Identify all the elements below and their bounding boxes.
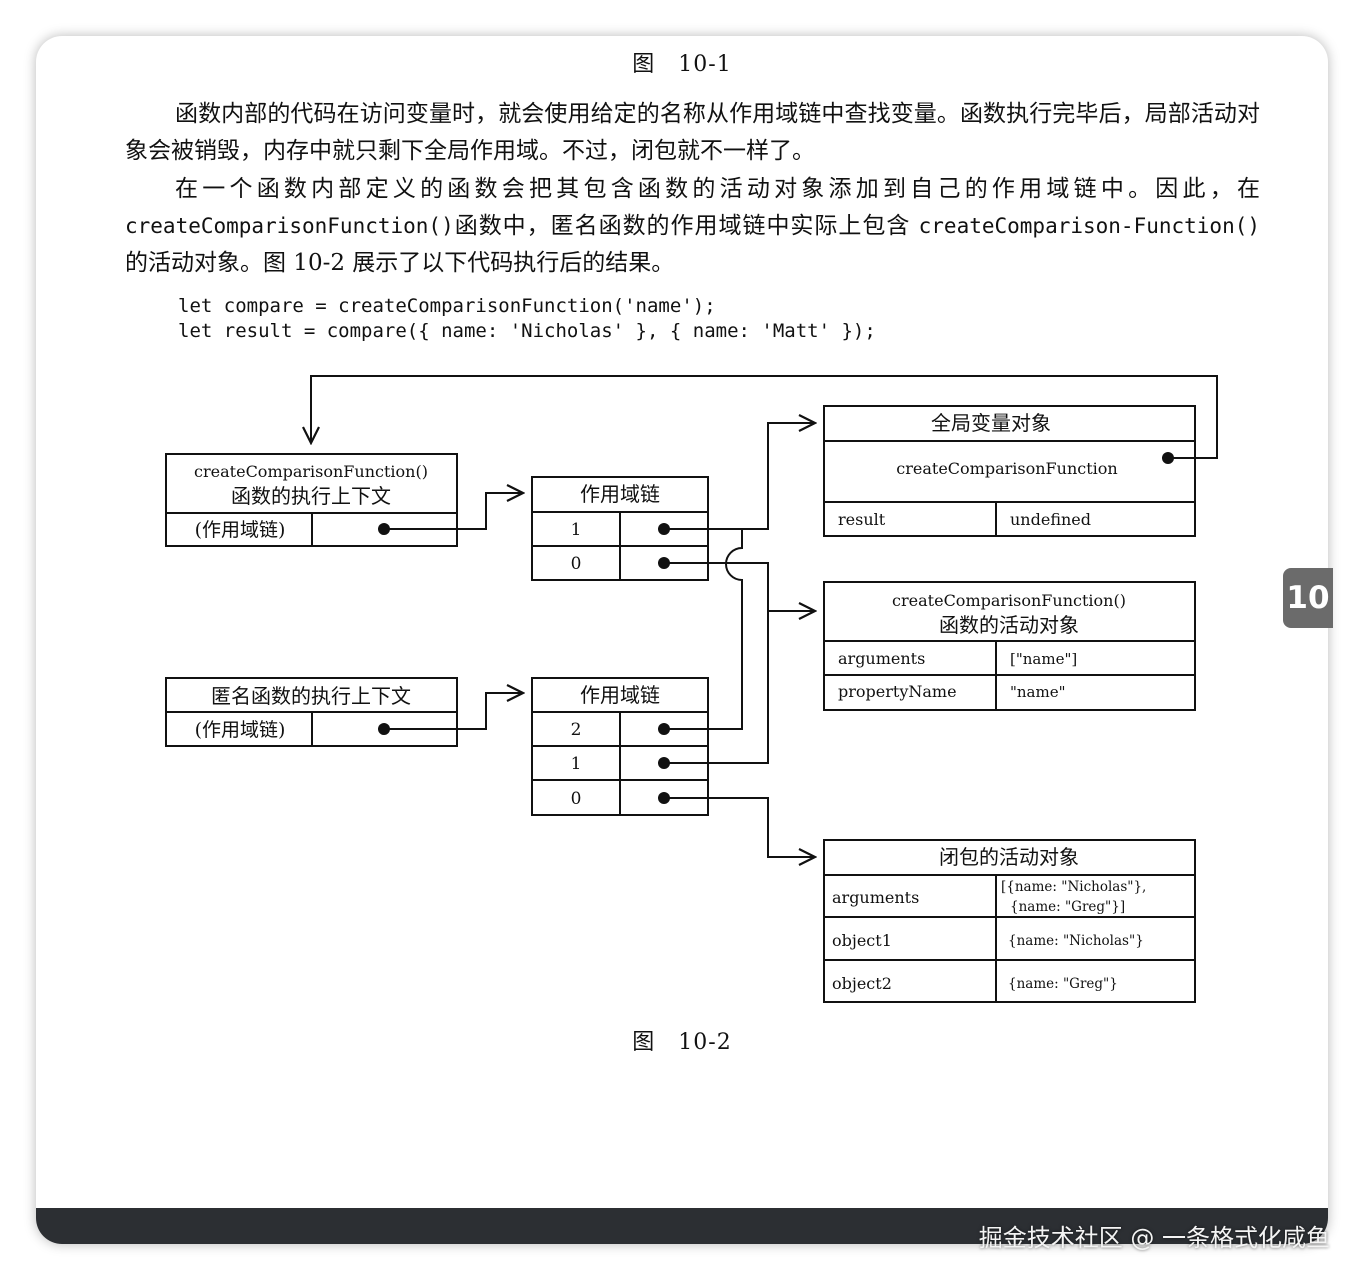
code-line-1: let compare = createComparisonFunction('… xyxy=(178,295,716,317)
code-line-2: let result = compare({ name: 'Nicholas' … xyxy=(178,320,876,342)
paragraph-2-text-a: 在一个函数内部定义的函数会把其包含函数的活动对象添加到自己的作用域链中。因此，在 xyxy=(175,176,1260,202)
chapter-tab: 10 xyxy=(1283,568,1333,628)
bottom-bar xyxy=(36,1208,1328,1244)
watermark: 掘金技术社区 @ 一条格式化咸鱼 xyxy=(978,1224,1330,1252)
paragraph-1: 函数内部的代码在访问变量时，就会使用给定的名称从作用域链中查找变量。函数执行完毕… xyxy=(125,101,1260,164)
figure-caption-bottom: 图 10-2 xyxy=(632,1030,732,1055)
paragraph-2-text-b: 函数中，匿名函数的作用域链中实际上包含 xyxy=(453,213,911,239)
figure-caption-top: 图 10-1 xyxy=(632,52,732,77)
paragraph-2-text-c: 的活动对象。图 10-2 展示了以下代码执行后的结果。 xyxy=(125,250,675,276)
paragraph-2: 在一个函数内部定义的函数会把其包含函数的活动对象添加到自己的作用域链中。因此，在… xyxy=(125,171,1260,282)
paragraph-2-code-2: createComparison-Function() xyxy=(918,214,1261,238)
paragraph-2-code-1: createComparisonFunction() xyxy=(125,214,454,238)
